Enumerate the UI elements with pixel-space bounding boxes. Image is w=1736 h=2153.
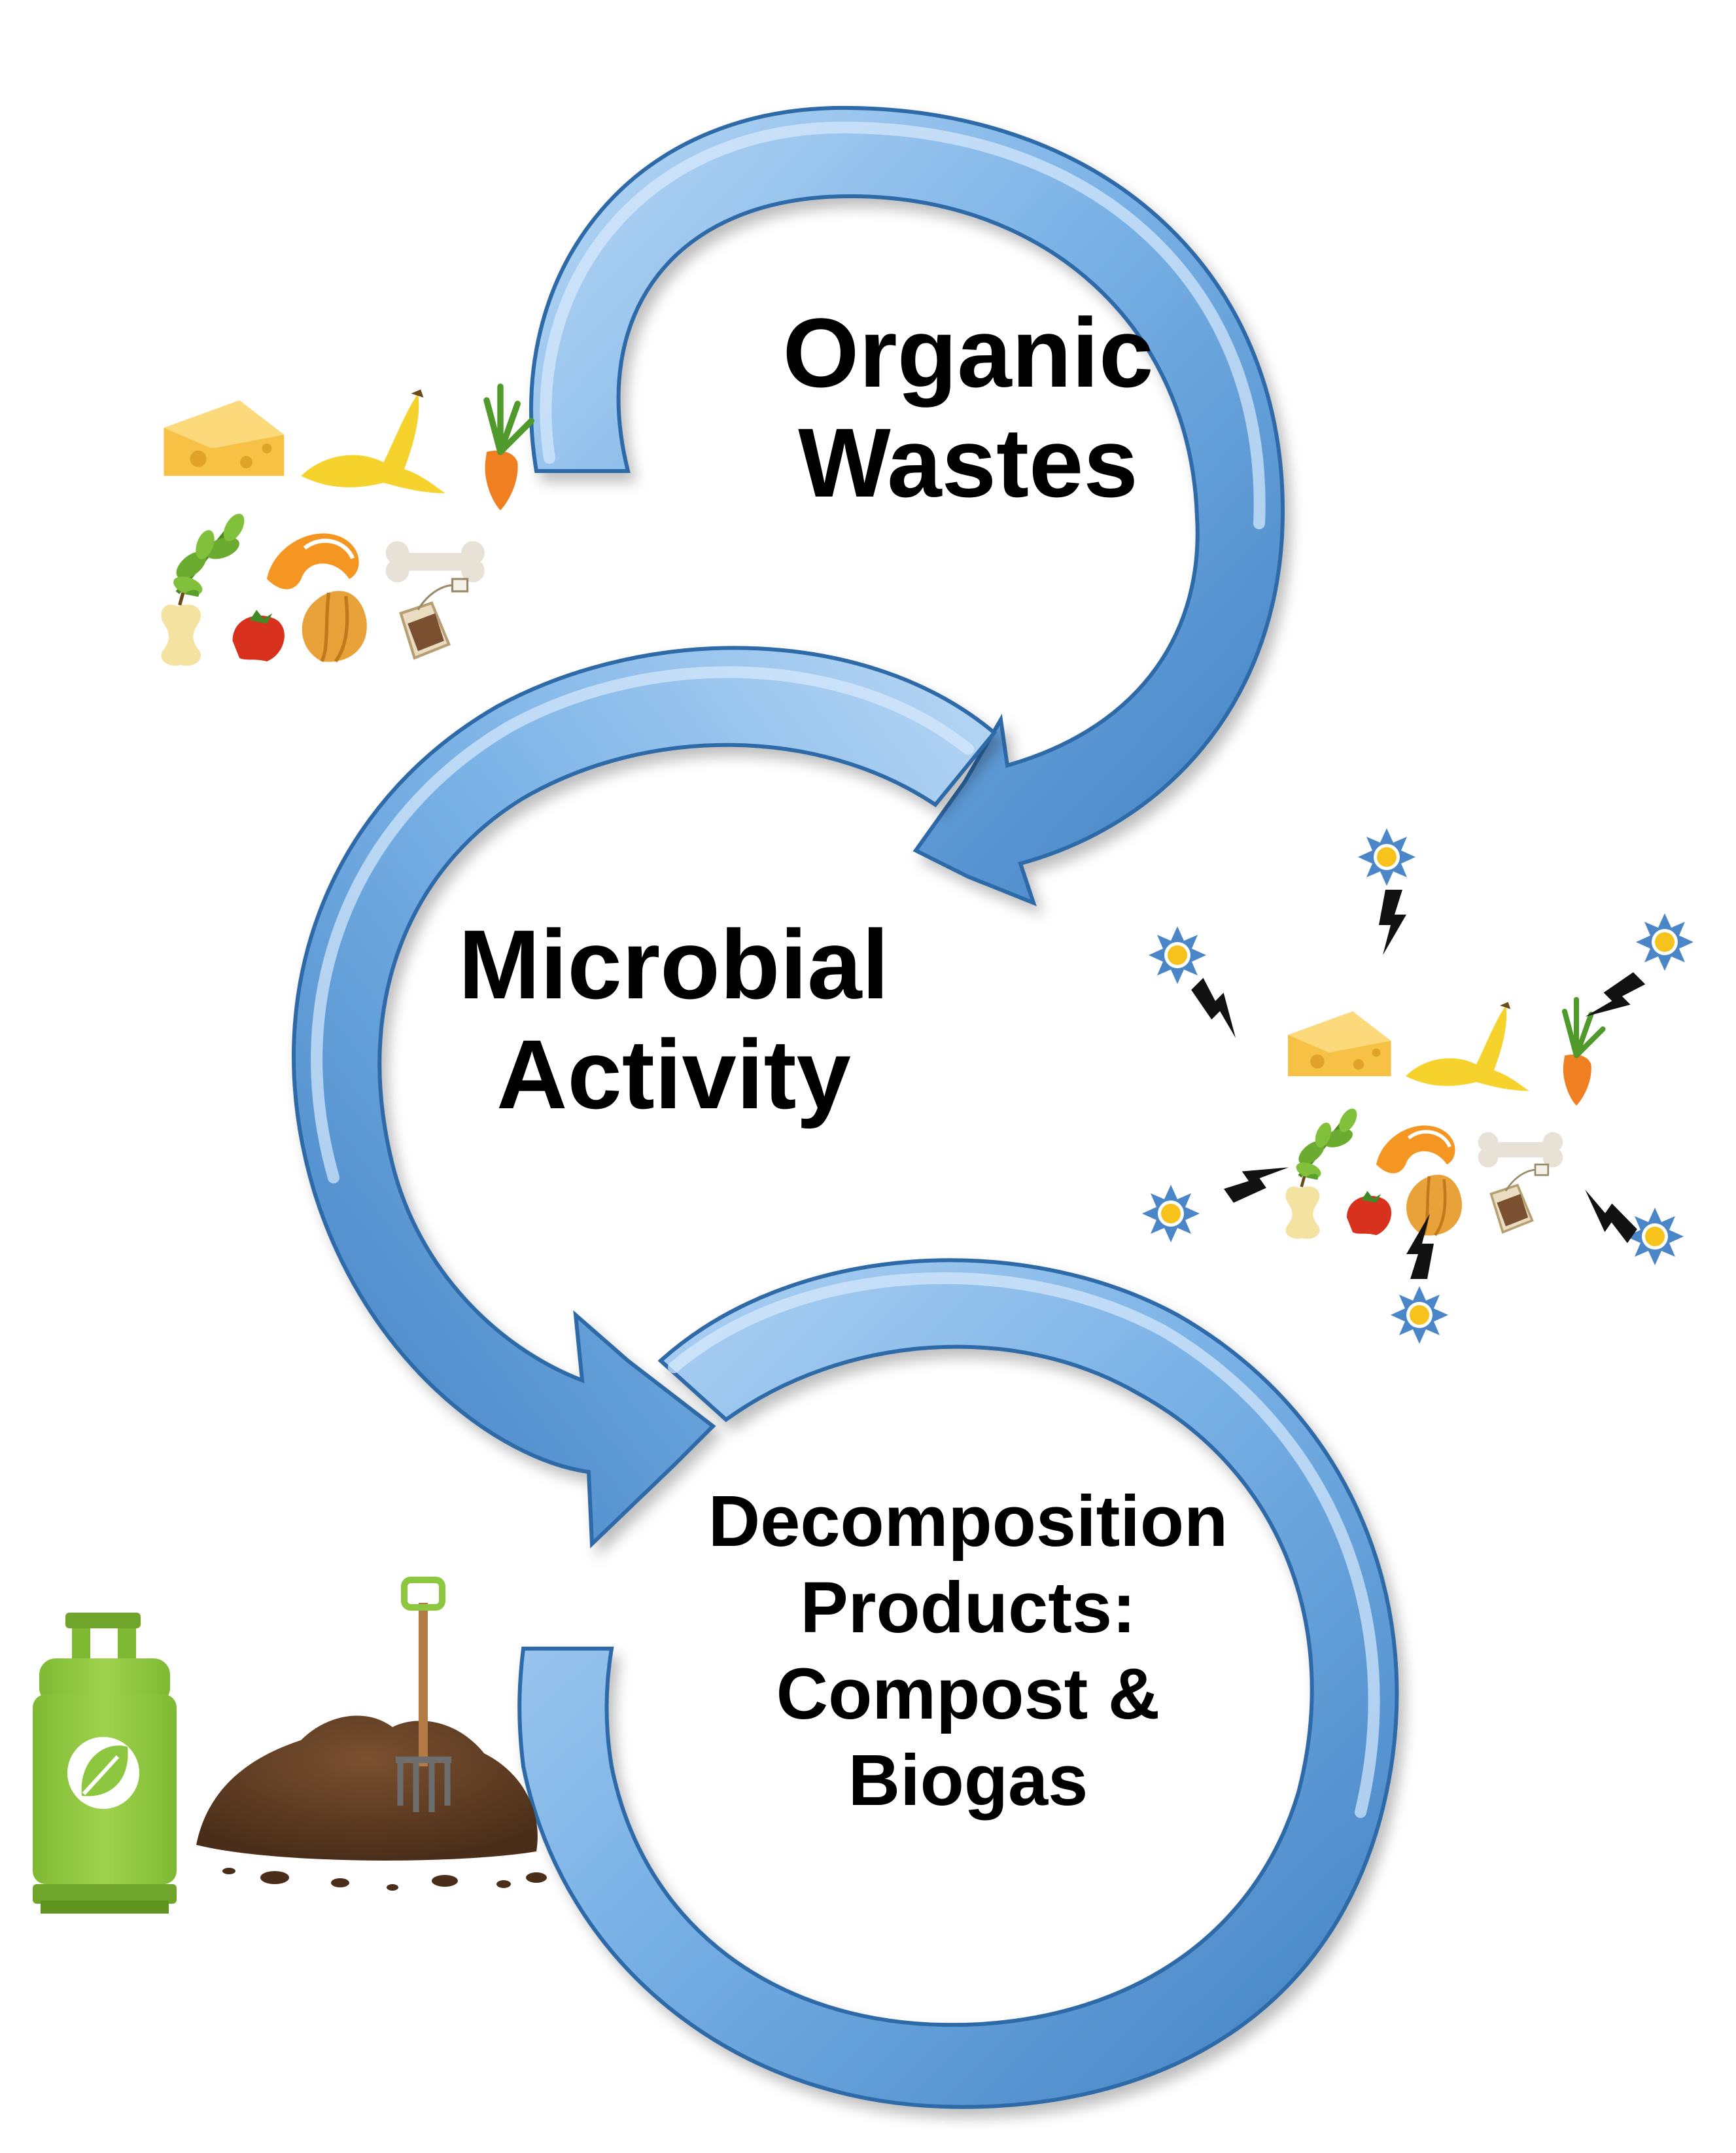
label-organic-wastes: Organic Wastes xyxy=(733,298,1204,517)
label-line: Products: xyxy=(800,1567,1136,1648)
arrow-decomposition-loop xyxy=(517,1258,1399,2109)
label-line: Biogas xyxy=(848,1740,1088,1821)
leaf-icon xyxy=(67,1737,139,1809)
organic-waste-cluster xyxy=(161,387,531,666)
label-line: Decomposition xyxy=(708,1481,1228,1562)
label-line: Activity xyxy=(496,1019,851,1129)
microbial-attack-cluster xyxy=(1142,828,1693,1344)
compost-pile-icon xyxy=(196,1577,547,1891)
gas-cylinder-icon xyxy=(33,1613,177,1914)
label-line: Microbial xyxy=(458,909,890,1019)
label-line: Compost & xyxy=(776,1654,1160,1734)
label-decomposition-products: Decomposition Products: Compost & Biogas xyxy=(661,1479,1276,1824)
pitchfork-icon xyxy=(396,1577,451,1812)
label-microbial-activity: Microbial Activity xyxy=(406,909,942,1129)
arrow-microbial-to-decomposition xyxy=(292,646,998,1549)
arrow-organic-to-microbial xyxy=(529,105,1285,907)
label-line: Organic xyxy=(782,298,1154,408)
label-line: Wastes xyxy=(798,408,1138,517)
